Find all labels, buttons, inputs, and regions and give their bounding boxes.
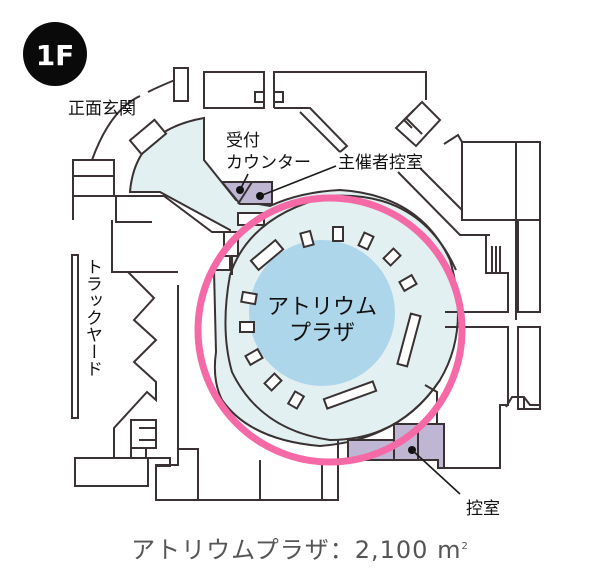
main-entrance-label: 正面玄関 (68, 99, 136, 119)
atrium-plaza-area (249, 240, 395, 386)
top-room-right (273, 71, 427, 108)
atrium-label-line1: アトリウム (267, 295, 377, 320)
area-caption: アトリウムプラザ：2,100 m2 (0, 530, 600, 565)
truck-yard-zigzag (113, 271, 158, 471)
atrium-label-line2: プラザ (289, 321, 355, 346)
floor-badge: 1F (23, 22, 87, 86)
waiting-room-leader (411, 449, 461, 495)
vestibule-diamond (394, 100, 442, 148)
right-corridor-diagonal (397, 167, 490, 236)
west-wall (72, 195, 233, 275)
loading-rooms (130, 419, 157, 479)
venue-name: アトリウムプラザ (131, 536, 330, 564)
waiting-room-label: 控室 (466, 499, 500, 519)
truck-yard-label: トラックヤード (82, 258, 102, 377)
right-corridor-lower (440, 326, 509, 469)
entrance-pillar (173, 67, 189, 102)
right-room-upper (517, 219, 541, 313)
stair-block (460, 235, 509, 313)
area-value: 2,100 (354, 536, 429, 564)
truck-yard-barrier (71, 254, 79, 419)
right-corridor (443, 133, 541, 320)
right-room-lower (517, 326, 541, 410)
south-corridor (131, 285, 199, 501)
floor-label: 1F (36, 39, 75, 72)
benches (239, 226, 422, 410)
caption-separator: ： (329, 536, 355, 564)
atrium-highlight-ring (194, 194, 466, 466)
area-unit-superscript: 2 (461, 541, 469, 552)
upper-right-diagonal (274, 107, 349, 153)
organizer-room-label: 主催者控室 (338, 153, 423, 173)
entrance-kiosk (128, 118, 168, 156)
reception-leader (239, 173, 249, 191)
loading-dock (74, 457, 149, 487)
reception-label-line2: カウンター (226, 153, 311, 173)
top-room-left (203, 71, 265, 109)
organizer-leader (259, 165, 337, 197)
area-unit: m (437, 536, 462, 564)
entrance-door-left (72, 159, 115, 197)
reception-label-line1: 受付 (226, 131, 260, 151)
entrance-arc (91, 79, 176, 161)
